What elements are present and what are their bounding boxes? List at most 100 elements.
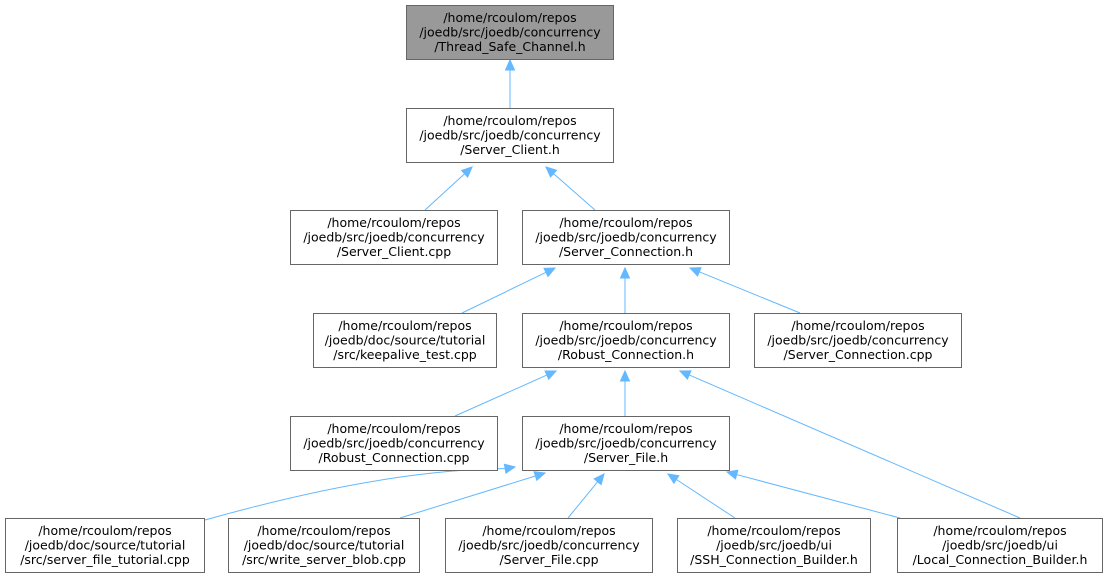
node-label-line: /Server_Client.h <box>460 142 560 157</box>
node-robust_connection_h[interactable]: /home/rcoulom/repos/joedb/src/joedb/conc… <box>522 313 730 368</box>
edge-arrowhead <box>666 473 680 485</box>
edge-server_file_h-to-robust_connection_h <box>619 369 631 416</box>
node-label-line: /joedb/src/joedb/concurrency <box>535 333 717 348</box>
node-server_file_cpp[interactable]: /home/rcoulom/repos/joedb/src/joedb/conc… <box>445 518 653 573</box>
edge-line <box>688 374 1021 519</box>
edge-line <box>567 481 599 519</box>
node-label-line: /home/rcoulom/repos <box>559 215 692 230</box>
node-label-line: /home/rcoulom/repos <box>559 421 692 436</box>
node-local_connection_builder_h[interactable]: /home/rcoulom/repos/joedb/src/joedb/ui/L… <box>897 518 1103 573</box>
node-label-line: /joedb/src/joedb/concurrency <box>419 25 601 40</box>
edge-line <box>553 173 596 211</box>
edge-server_connection_cpp-to-server_connection_h <box>688 267 801 314</box>
edge-arrowhead <box>460 166 473 178</box>
node-label-line: /home/rcoulom/repos <box>791 318 924 333</box>
edge-arrowhead <box>619 369 631 382</box>
node-label-line: /Server_File.cpp <box>499 552 598 567</box>
node-box[interactable] <box>290 416 498 471</box>
node-box[interactable] <box>522 313 730 368</box>
node-label-line: /joedb/src/joedb/concurrency <box>535 436 717 451</box>
node-label-line: /home/rcoulom/repos <box>933 523 1066 538</box>
node-box[interactable] <box>677 518 871 573</box>
node-label-line: /home/rcoulom/repos <box>443 113 576 128</box>
node-server_client_cpp[interactable]: /home/rcoulom/repos/joedb/src/joedb/conc… <box>290 210 498 265</box>
edge-arrowhead <box>504 58 516 71</box>
node-box[interactable] <box>228 518 420 573</box>
edge-line <box>454 374 548 417</box>
edge-robust_connection_h-to-server_connection_h <box>619 266 631 313</box>
node-box[interactable] <box>522 210 730 265</box>
node-label-line: /joedb/doc/source/tutorial <box>244 538 405 553</box>
edge-server_file_cpp-to-server_file_h <box>567 473 605 519</box>
node-box[interactable] <box>5 518 205 573</box>
node-label-line: /Robust_Connection.h <box>558 347 694 362</box>
node-label-line: /joedb/src/joedb/concurrency <box>419 128 601 143</box>
node-label-line: /joedb/src/joedb/ui <box>716 538 832 553</box>
node-label-line: /home/rcoulom/repos <box>327 421 460 436</box>
edge-arrowhead <box>545 166 558 178</box>
node-box[interactable] <box>313 313 497 368</box>
edge-line <box>399 475 536 519</box>
edge-keepalive_test_cpp-to-server_connection_h <box>461 267 557 314</box>
edge-arrowhead <box>544 370 558 381</box>
edge-arrowhead <box>543 267 557 278</box>
node-label-line: /joedb/src/joedb/concurrency <box>767 333 949 348</box>
node-server_file_h[interactable]: /home/rcoulom/repos/joedb/src/joedb/conc… <box>522 416 730 471</box>
node-label-line: /Local_Connection_Builder.h <box>913 552 1088 567</box>
node-label-line: /home/rcoulom/repos <box>38 523 171 538</box>
edge-arrowhead <box>619 266 631 279</box>
edges-layer <box>204 58 1021 521</box>
edge-robust_connection_cpp-to-robust_connection_h <box>454 370 558 417</box>
node-label-line: /SSH_Connection_Builder.h <box>690 552 858 567</box>
node-label-line: /src/keepalive_test.cpp <box>333 347 477 362</box>
node-label-line: /home/rcoulom/repos <box>327 215 460 230</box>
node-label-line: /joedb/src/joedb/concurrency <box>303 436 485 451</box>
node-server_file_tutorial_cpp[interactable]: /home/rcoulom/repos/joedb/doc/source/tut… <box>5 518 205 573</box>
edge-line <box>699 271 801 314</box>
node-label-line: /home/rcoulom/repos <box>443 10 576 25</box>
node-server_connection_cpp[interactable]: /home/rcoulom/repos/joedb/src/joedb/conc… <box>754 313 962 368</box>
node-ssh_connection_builder_h[interactable]: /home/rcoulom/repos/joedb/src/joedb/ui/S… <box>677 518 871 573</box>
edge-server_connection_h-to-server_client_h <box>545 166 596 211</box>
node-box[interactable] <box>406 108 614 163</box>
edge-arrowhead <box>678 370 692 381</box>
edge-line <box>461 271 547 314</box>
node-label-line: /home/rcoulom/repos <box>707 523 840 538</box>
node-box[interactable] <box>290 210 498 265</box>
edge-local_connection_builder_h-to-robust_connection_h <box>678 370 1021 519</box>
edge-line <box>424 173 465 211</box>
node-label-line: /joedb/src/joedb/ui <box>942 538 1058 553</box>
node-box[interactable] <box>754 313 962 368</box>
edge-local_connection_builder_h-to-server_file_h <box>725 469 901 519</box>
node-label-line: /home/rcoulom/repos <box>559 318 692 333</box>
edge-line <box>676 479 736 519</box>
edge-arrowhead <box>533 471 547 482</box>
node-label-line: /src/write_server_blob.cpp <box>242 552 406 567</box>
node-keepalive_test_cpp[interactable]: /home/rcoulom/repos/joedb/doc/source/tut… <box>313 313 497 368</box>
node-thread_safe_channel_h[interactable]: /home/rcoulom/repos/joedb/src/joedb/conc… <box>406 5 614 60</box>
edge-arrowhead <box>688 267 702 277</box>
edge-server_file_tutorial_cpp-to-server_file_h <box>204 463 517 521</box>
edge-server_client_h-to-thread_safe_channel_h <box>504 58 516 108</box>
node-label-line: /home/rcoulom/repos <box>338 318 471 333</box>
node-label-line: /joedb/src/joedb/concurrency <box>535 230 717 245</box>
edge-arrowhead <box>725 469 739 480</box>
node-label-line: /Server_Connection.cpp <box>784 347 933 362</box>
node-label-line: /joedb/src/joedb/concurrency <box>303 230 485 245</box>
node-server_client_h[interactable]: /home/rcoulom/repos/joedb/src/joedb/conc… <box>406 108 614 163</box>
node-label-line: /joedb/doc/source/tutorial <box>25 538 186 553</box>
node-write_server_blob_cpp[interactable]: /home/rcoulom/repos/joedb/doc/source/tut… <box>228 518 420 573</box>
edge-write_server_blob_cpp-to-server_file_h <box>399 471 547 519</box>
node-robust_connection_cpp[interactable]: /home/rcoulom/repos/joedb/src/joedb/conc… <box>290 416 498 471</box>
node-box[interactable] <box>897 518 1103 573</box>
node-label-line: /home/rcoulom/repos <box>257 523 390 538</box>
node-server_connection_h[interactable]: /home/rcoulom/repos/joedb/src/joedb/conc… <box>522 210 730 265</box>
node-label-line: /Thread_Safe_Channel.h <box>434 39 585 54</box>
node-box[interactable] <box>445 518 653 573</box>
nodes-layer: /home/rcoulom/repos/joedb/src/joedb/conc… <box>5 5 1103 573</box>
node-box[interactable] <box>406 5 614 60</box>
edge-ssh_connection_builder_h-to-server_file_h <box>666 473 736 519</box>
node-box[interactable] <box>522 416 730 471</box>
node-label-line: /Server_File.h <box>584 450 668 465</box>
